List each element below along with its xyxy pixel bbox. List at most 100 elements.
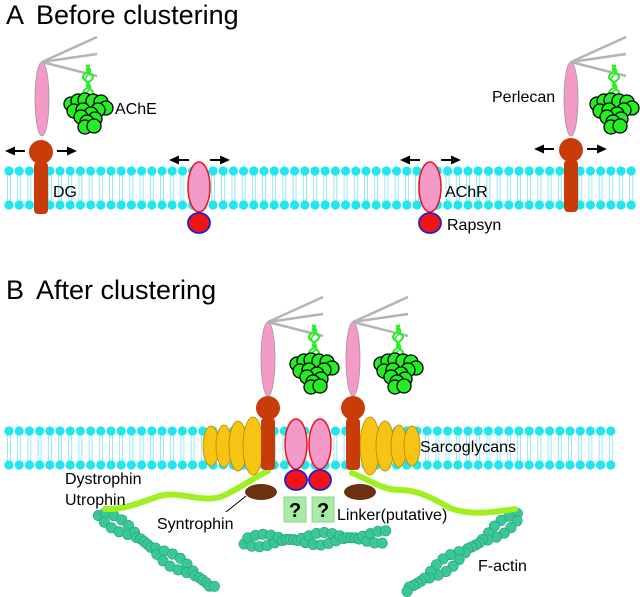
lipid-head — [167, 460, 177, 470]
lipid-head — [351, 200, 361, 210]
lipid-head — [361, 166, 371, 176]
lipid-head — [198, 460, 208, 470]
lipid-head — [96, 460, 106, 470]
lipid-head — [86, 166, 96, 176]
lipid-head — [463, 460, 473, 470]
lipid-head — [463, 166, 473, 176]
lipid-head — [75, 166, 85, 176]
lipid-head — [392, 200, 402, 210]
lipid-head — [4, 200, 14, 210]
lipid-head — [269, 200, 279, 210]
lipid-head — [300, 166, 310, 176]
lipid-head — [218, 200, 228, 210]
lipid-head — [361, 200, 371, 210]
lipid-head — [228, 166, 238, 176]
lipid-head — [86, 426, 96, 436]
achr-b-right — [308, 418, 332, 491]
lipid-head — [524, 460, 534, 470]
lipid-head — [86, 200, 96, 210]
ache-b-left — [289, 324, 340, 395]
lipid-head — [208, 166, 218, 176]
lipid-head — [381, 166, 391, 176]
lipid-head — [443, 166, 453, 176]
lipid-head — [514, 200, 524, 210]
lipid-head — [483, 166, 493, 176]
lipid-head — [371, 200, 381, 210]
lipid-head — [269, 166, 279, 176]
lipid-head — [524, 426, 534, 436]
lipid-head — [106, 166, 116, 176]
lipid-head — [106, 200, 116, 210]
lipid-head — [330, 460, 340, 470]
lipid-head — [392, 166, 402, 176]
lipid-head — [259, 166, 269, 176]
lipid-head — [534, 460, 545, 470]
lipid-head — [453, 166, 463, 176]
lipid-head — [626, 166, 636, 176]
lipid-head — [606, 200, 616, 210]
lipid-head — [524, 166, 534, 176]
dystrophin-right — [349, 470, 518, 516]
actin-bead — [208, 580, 220, 592]
lipid-head — [483, 426, 493, 436]
lipid-head — [341, 166, 351, 176]
lipid-head — [65, 460, 75, 470]
lipid-head — [473, 426, 483, 436]
lipid-head — [239, 166, 249, 176]
lipid-head — [239, 200, 249, 210]
lipid-head — [402, 166, 412, 176]
lipid-head — [45, 426, 55, 436]
lipid-head — [494, 426, 504, 436]
lipid-head — [606, 460, 616, 470]
lipid-head — [575, 460, 585, 470]
ache-left — [63, 64, 114, 135]
lipid-head — [453, 460, 463, 470]
lipid-head — [116, 200, 126, 210]
lipid-head — [310, 166, 320, 176]
lipid-head — [606, 426, 616, 436]
lipid-head — [55, 166, 65, 176]
label-ache: AChE — [115, 101, 157, 118]
lipid-head — [4, 166, 14, 176]
sarcoglycans-left — [202, 416, 264, 476]
lipid-head — [320, 200, 330, 210]
lipid-head — [473, 200, 483, 210]
label-sarcoglycans: Sarcoglycans — [420, 439, 516, 456]
arrow-left-icon — [533, 143, 555, 155]
linker-question-mark: ? — [317, 500, 329, 522]
lipid-head — [55, 426, 65, 436]
lipid-head — [4, 426, 14, 436]
label-f-actin: F-actin — [478, 558, 527, 575]
lipid-head — [137, 166, 147, 176]
lipid-head — [177, 166, 187, 176]
lipid-head — [35, 426, 45, 436]
achr-2 — [418, 161, 442, 234]
lipid-head — [249, 200, 259, 210]
lipid-head — [14, 426, 24, 436]
syntrophin-left — [245, 484, 277, 500]
label-linker: Linker(putative) — [337, 507, 447, 524]
lipid-head — [453, 426, 463, 436]
lipid-head — [249, 166, 259, 176]
lipid-head — [147, 460, 157, 470]
lipid-head — [545, 166, 555, 176]
lipid-head — [106, 426, 116, 436]
lipid-head — [24, 426, 34, 436]
lipid-head — [494, 166, 504, 176]
lipid-head — [555, 166, 565, 176]
lipid-head — [402, 200, 412, 210]
arrow-right-icon — [440, 154, 462, 166]
lipid-head — [565, 426, 575, 436]
label-achr: AChR — [445, 184, 488, 201]
lipid-head — [565, 460, 575, 470]
actin-bead — [380, 525, 392, 537]
lipid-head — [371, 166, 381, 176]
lipid-head — [545, 426, 555, 436]
lipid-head — [483, 460, 493, 470]
lipid-head — [473, 460, 483, 470]
lipid-head — [514, 426, 524, 436]
lipid-head — [279, 166, 289, 176]
lipid-head — [147, 166, 157, 176]
lipid-head — [585, 426, 596, 436]
